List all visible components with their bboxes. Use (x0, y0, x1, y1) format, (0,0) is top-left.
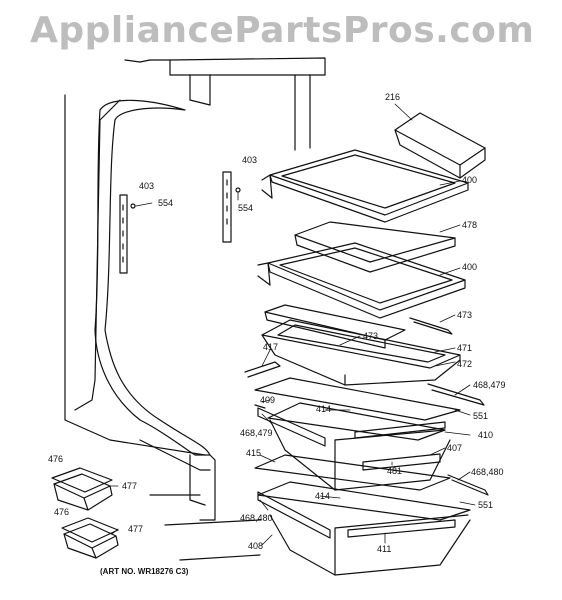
separator-415 (254, 454, 451, 491)
callout-409: 409 (260, 395, 275, 405)
callout-472: 472 (457, 359, 472, 369)
callout-476-top: 476 (48, 454, 63, 464)
callout-408: 408 (248, 541, 263, 551)
callout-478: 478 (462, 220, 477, 230)
slide-417 (244, 361, 281, 378)
door-bin-216 (394, 112, 486, 179)
callout-468-480-right: 468,480 (471, 467, 504, 477)
callout-551-top: 551 (473, 411, 488, 421)
callout-468-479-left: 468,479 (240, 428, 273, 438)
slide-468-479 (427, 383, 485, 406)
callout-labels: 216 403 554 403 554 400 478 400 473 473 … (48, 92, 506, 554)
pan-471 (261, 319, 461, 386)
callout-476-bottom: 476 (54, 507, 69, 517)
container-476-477-top (51, 467, 113, 511)
callout-415: 415 (246, 448, 261, 458)
callout-551-bottom: 551 (478, 500, 493, 510)
callout-468-479-right: 468,479 (473, 380, 506, 390)
callout-481: 481 (387, 466, 402, 476)
glass-shelf-478 (294, 221, 456, 273)
callout-407: 407 (447, 443, 462, 453)
callout-414-top: 414 (316, 404, 331, 414)
drawer-408 (257, 481, 471, 576)
callout-410: 410 (478, 430, 493, 440)
glass-shelf-400-top (261, 149, 469, 223)
crisper-cover-473 (264, 304, 406, 349)
callout-411: 411 (377, 544, 391, 554)
callout-473-cover: 473 (363, 331, 378, 341)
callout-477-top: 477 (122, 481, 137, 491)
callout-403-left: 403 (139, 181, 154, 191)
shelf-ladder-right (222, 171, 232, 243)
screw-554-right (235, 187, 241, 193)
slide-468-480 (447, 474, 489, 496)
slide-473 (409, 317, 453, 335)
callout-554-left: 554 (158, 198, 173, 208)
callout-403-right: 403 (242, 155, 257, 165)
leader-lines (109, 103, 476, 546)
screw-554-left (130, 203, 136, 209)
art-number: (ART NO. WR18276 C3) (100, 567, 189, 576)
callout-414-bottom: 414 (315, 491, 330, 501)
glass-shelf-400-middle (257, 242, 466, 319)
callout-554-right: 554 (238, 203, 253, 213)
callout-216: 216 (385, 92, 400, 102)
drawer-409 (254, 377, 461, 491)
shelf-ladder-left (119, 194, 128, 274)
callout-417: 417 (263, 342, 278, 352)
callout-400-middle: 400 (462, 262, 477, 272)
gasket-band (94, 99, 211, 456)
callout-473-slide: 473 (457, 310, 472, 320)
callout-471: 471 (457, 343, 472, 353)
container-476-477-bottom (61, 517, 119, 559)
callout-400-top: 400 (462, 175, 477, 185)
callout-468-480-left: 468,480 (240, 513, 273, 523)
callout-477-bottom: 477 (128, 524, 143, 534)
site-watermark: AppliancePartsPros.com (30, 10, 535, 51)
cabinet-liner (64, 57, 326, 561)
